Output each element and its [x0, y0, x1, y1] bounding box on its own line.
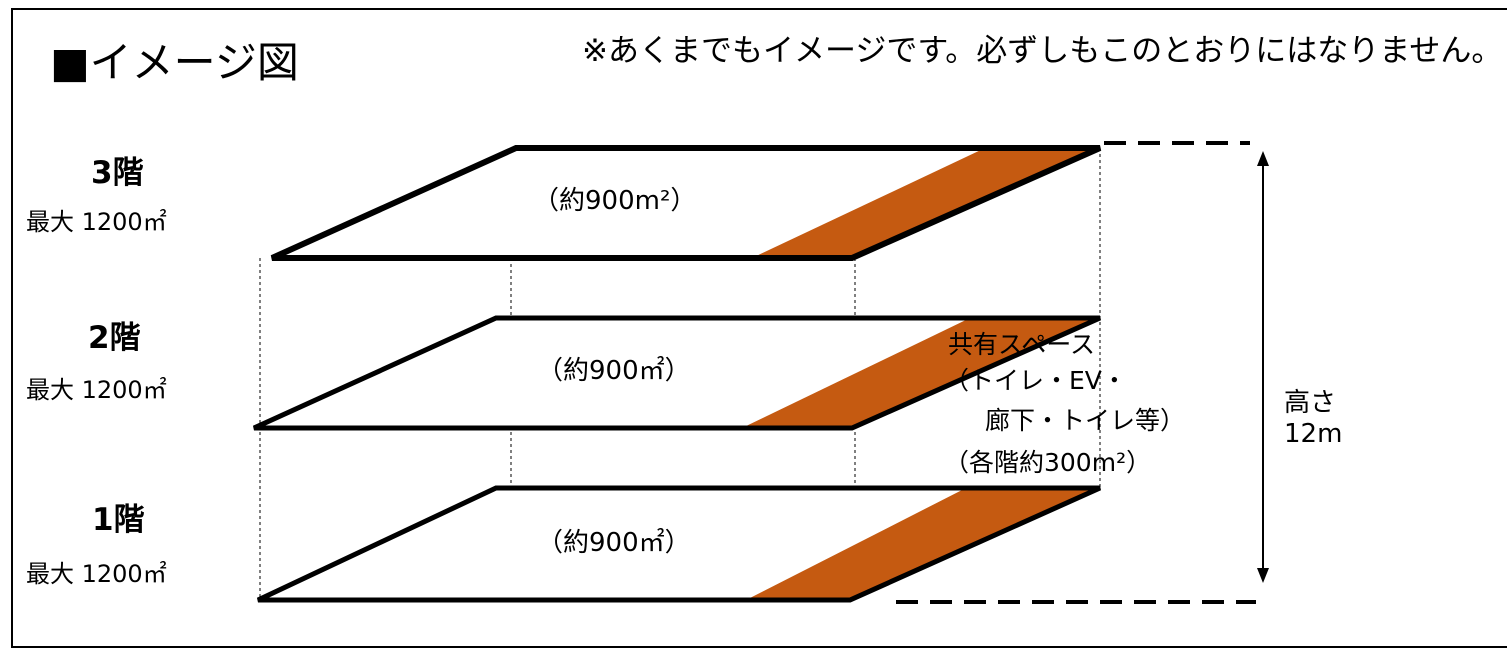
- floor-label-3: 3階: [91, 155, 144, 191]
- floor-slab-2: [252, 315, 1102, 431]
- shared-area-2: [742, 318, 1100, 428]
- floor-area-label-2: （約900㎡）: [537, 356, 691, 386]
- shared-space-detail: （トイレ・EV・: [944, 366, 1127, 395]
- floor-max-area-2: 最大 1200㎡: [26, 376, 167, 404]
- disclaimer-note: ※あくまでもイメージです。必ずしもこのとおりにはなりません。: [582, 33, 1503, 69]
- floor-max-area-1: 最大 1200㎡: [26, 560, 167, 588]
- floor-slab-1: [256, 485, 1102, 603]
- floor-max-area-3: 最大 1200㎡: [26, 208, 167, 236]
- height-label-value: 12m: [1284, 418, 1343, 449]
- shared-area-1: [746, 488, 1100, 600]
- diagram: ■イメージ図 ※あくまでもイメージです。必ずしもこのとおりにはなりません。 3階…: [11, 8, 1507, 648]
- floor-stack-drawing: [252, 141, 1269, 604]
- shared-space-detail: 廊下・トイレ等）: [960, 406, 1186, 435]
- shared-space-label: 共有スペース: [948, 330, 1096, 359]
- floor-label-2: 2階: [88, 320, 141, 356]
- height-label: 高さ 12m: [1284, 388, 1342, 449]
- floor-slab-3: [270, 145, 1102, 261]
- floor-label-1: 1階: [92, 502, 145, 538]
- floor-area-label-3: （約900m²）: [533, 186, 697, 216]
- page-title: ■イメージ図: [50, 38, 299, 87]
- height-arrow: [1257, 151, 1269, 583]
- shared-area-3: [752, 148, 1100, 258]
- shared-space-area: （各階約300m²）: [944, 448, 1152, 477]
- height-label-word: 高さ: [1284, 388, 1337, 418]
- floor-area-label-1: （約900㎡）: [537, 528, 691, 558]
